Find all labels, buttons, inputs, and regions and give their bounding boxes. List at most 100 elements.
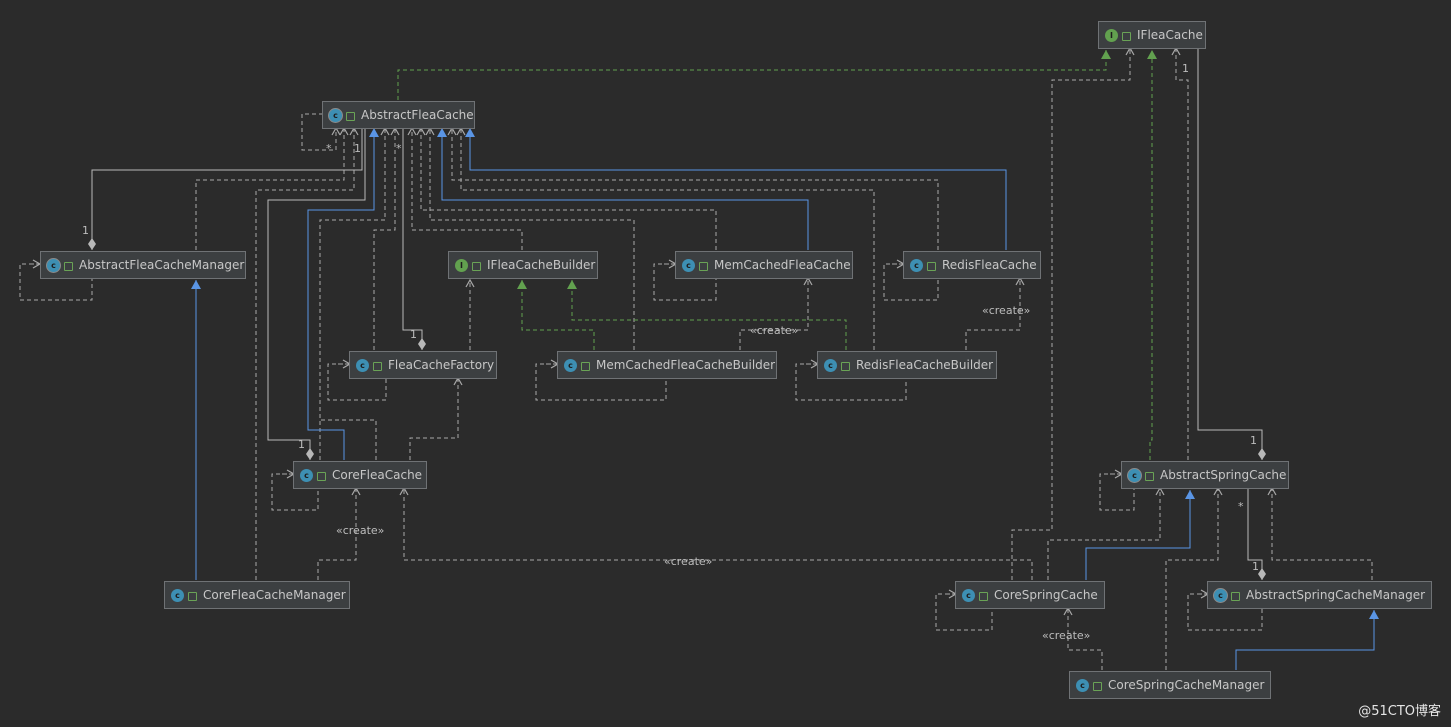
class-icon: c bbox=[300, 468, 313, 482]
real-afc-iflea bbox=[397, 50, 1111, 100]
inh-cfc-afc bbox=[307, 128, 379, 460]
node-label: FleaCacheFactory bbox=[388, 358, 495, 372]
assoc-afc-afcm bbox=[88, 128, 363, 250]
create-label: «create» bbox=[982, 304, 1031, 317]
public-lock-icon bbox=[472, 261, 481, 271]
public-lock-icon bbox=[841, 361, 850, 371]
abstract-class-icon: c bbox=[329, 108, 342, 122]
node-label: CoreSpringCache bbox=[994, 588, 1098, 602]
node-label: CoreFleaCache bbox=[332, 468, 423, 482]
dep-cfc-fcf bbox=[409, 376, 463, 460]
multiplicity-label: * bbox=[1238, 500, 1244, 513]
create-label: «create» bbox=[750, 324, 799, 337]
public-lock-icon bbox=[1145, 471, 1154, 481]
dep-mcfc-self bbox=[653, 263, 717, 301]
real-mcfb-ifcb bbox=[517, 280, 595, 350]
dep-cfcm-afc bbox=[255, 126, 359, 580]
abstract-class-icon: c bbox=[1128, 468, 1141, 482]
assoc-afc-cfc bbox=[267, 128, 366, 460]
node-corespringcachemanager[interactable]: c CoreSpringCacheManager bbox=[1069, 671, 1271, 699]
interface-icon: I bbox=[1105, 28, 1118, 42]
abstract-class-icon: c bbox=[47, 258, 60, 272]
node-label: AbstractSpringCacheManager bbox=[1246, 588, 1426, 602]
dep-cscm-create bbox=[1063, 606, 1103, 670]
dep-asc-self bbox=[1099, 473, 1135, 511]
class-icon: c bbox=[824, 358, 837, 372]
interface-icon: I bbox=[455, 258, 468, 272]
multiplicity-label: 1 bbox=[1252, 560, 1259, 573]
real-asc-iflea bbox=[1147, 50, 1157, 460]
dep-cfcm-create bbox=[317, 486, 361, 580]
node-corespringcache[interactable]: c CoreSpringCache bbox=[955, 581, 1105, 609]
dep-csc-iflea bbox=[1011, 46, 1135, 580]
node-label: IFleaCacheBuilder bbox=[487, 258, 596, 272]
create-label: «create» bbox=[1042, 629, 1091, 642]
public-lock-icon bbox=[64, 261, 73, 271]
node-fleacachefactory[interactable]: c FleaCacheFactory bbox=[349, 351, 497, 379]
class-icon: c bbox=[910, 258, 923, 272]
node-ifleacache[interactable]: I IFleaCache bbox=[1098, 21, 1206, 49]
dep-ascm-asc bbox=[1267, 486, 1373, 580]
node-memcachedfleacache[interactable]: c MemCachedFleaCache bbox=[675, 251, 853, 279]
class-icon: c bbox=[356, 358, 369, 372]
inh-csc-asc bbox=[1085, 490, 1195, 580]
multiplicity-label: * bbox=[396, 142, 402, 155]
dep-cfc-self bbox=[271, 473, 319, 511]
node-label: AbstractSpringCache bbox=[1160, 468, 1287, 482]
node-corefleacache[interactable]: c CoreFleaCache bbox=[293, 461, 427, 489]
dep-fcf-self bbox=[327, 363, 387, 401]
public-lock-icon bbox=[1231, 591, 1240, 601]
public-lock-icon bbox=[927, 261, 936, 271]
multiplicity-label: 1 bbox=[410, 328, 417, 341]
public-lock-icon bbox=[581, 361, 590, 371]
node-abstractspringcache[interactable]: c AbstractSpringCache bbox=[1121, 461, 1289, 489]
node-label: CoreSpringCacheManager bbox=[1108, 678, 1265, 692]
class-icon: c bbox=[682, 258, 695, 272]
dep-mcfc-afc2 bbox=[416, 126, 717, 250]
dep-rfb-afc bbox=[456, 126, 875, 350]
node-abstractspringcachemanager[interactable]: c AbstractSpringCacheManager bbox=[1207, 581, 1432, 609]
node-label: IFleaCache bbox=[1137, 28, 1203, 42]
node-abstractfleacache[interactable]: c AbstractFleaCache bbox=[322, 101, 475, 129]
node-label: AbstractFleaCacheManager bbox=[79, 258, 245, 272]
inh-rfc-afc bbox=[465, 128, 1007, 250]
node-ifleacachebuilder[interactable]: I IFleaCacheBuilder bbox=[448, 251, 598, 279]
class-icon: c bbox=[962, 588, 975, 602]
multiplicity-label: 1 bbox=[1182, 62, 1189, 75]
dep-ifcb-afc bbox=[407, 126, 523, 250]
create-label: «create» bbox=[336, 524, 385, 537]
inh-mcfc-afc bbox=[437, 128, 809, 250]
dep-asc-iflea bbox=[1171, 46, 1189, 460]
dep-cscm-asc bbox=[1165, 486, 1223, 670]
public-lock-icon bbox=[373, 361, 382, 371]
dep-afc-self bbox=[301, 113, 341, 151]
node-redisfleacachebuilder[interactable]: c RedisFleaCacheBuilder bbox=[817, 351, 997, 379]
node-corefleacachemanager[interactable]: c CoreFleaCacheManager bbox=[164, 581, 350, 609]
public-lock-icon bbox=[979, 591, 988, 601]
watermark-text: @51CTO博客 bbox=[1358, 704, 1441, 719]
node-label: MemCachedFleaCache bbox=[714, 258, 851, 272]
dep-cfc-fcf2 bbox=[319, 230, 377, 460]
real-rfb-ifcb bbox=[567, 280, 847, 350]
node-label: AbstractFleaCache bbox=[361, 108, 474, 122]
multiplicity-label: * bbox=[326, 142, 332, 155]
dep-mcfb-create bbox=[739, 276, 813, 350]
dep-cfc-afc bbox=[319, 126, 390, 460]
multiplicity-label: 1 bbox=[1250, 434, 1257, 447]
dep-csc-self bbox=[935, 593, 993, 631]
node-label: RedisFleaCache bbox=[942, 258, 1037, 272]
node-abstractfleacachemanager[interactable]: c AbstractFleaCacheManager bbox=[40, 251, 246, 279]
node-redisfleacache[interactable]: c RedisFleaCache bbox=[903, 251, 1041, 279]
dep-csc-create-cfc bbox=[399, 486, 1033, 580]
multiplicity-label: 1 bbox=[82, 224, 89, 237]
node-memcachedfleacachebuilder[interactable]: c MemCachedFleaCacheBuilder bbox=[557, 351, 777, 379]
assoc-asc-ascm bbox=[1247, 488, 1266, 580]
node-label: MemCachedFleaCacheBuilder bbox=[596, 358, 776, 372]
multiplicity-label: 1 bbox=[298, 438, 305, 451]
dep-rfb-self bbox=[795, 363, 907, 401]
dep-afcm-self bbox=[19, 263, 93, 301]
assoc-afc-fcf bbox=[402, 128, 426, 350]
dep-ascm-self bbox=[1187, 593, 1263, 631]
create-label: «create» bbox=[664, 555, 713, 568]
